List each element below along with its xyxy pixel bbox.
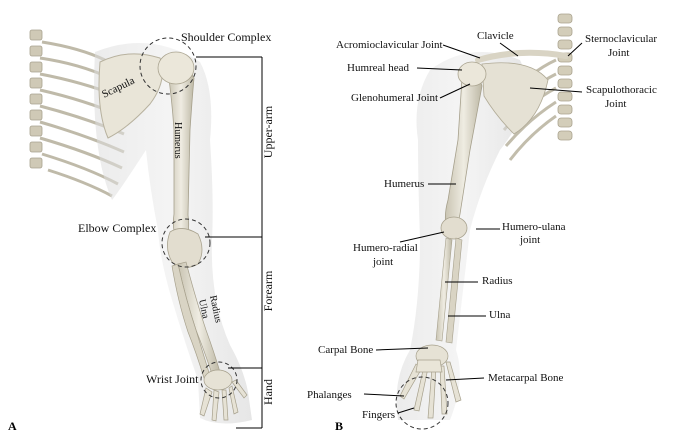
label-fingers: Fingers — [362, 409, 395, 421]
label-phalanges: Phalanges — [307, 389, 352, 401]
region-bracket — [196, 56, 263, 429]
ulna-bone-b — [445, 237, 463, 344]
scapula-bone-b — [481, 62, 549, 135]
label-clavicle: Clavicle — [477, 30, 514, 42]
label-acromioclavicular-joint: Acromioclavicular Joint — [336, 39, 443, 51]
radius-bone-b — [435, 237, 453, 342]
leader-lines — [363, 42, 583, 414]
region-hand: Hand — [261, 379, 275, 405]
label-metacarpal-bone: Metacarpal Bone — [488, 372, 564, 384]
label-ulna-b: Ulna — [489, 309, 511, 321]
label-radius-b: Radius — [482, 275, 513, 287]
label-sternoclavicular-line1: Sternoclavicular — [585, 33, 657, 45]
label-humerus: Humerus — [172, 122, 183, 159]
label-glenohumeral-joint: Glenohumeral Joint — [351, 92, 438, 104]
panel-letter-b: B — [335, 419, 343, 433]
shoulder-complex-circle — [139, 37, 197, 95]
hand-bones-b — [399, 344, 462, 419]
wrist-joint-circle — [200, 361, 238, 399]
spine-illustration — [29, 29, 43, 169]
elbow-joint-bone-b — [440, 216, 468, 240]
label-humero-radial-line1: Humero-radial — [353, 242, 418, 254]
label-wrist-joint: Wrist Joint — [146, 372, 199, 386]
humeral-head-b — [457, 61, 487, 87]
label-scapulothoracic-line2: Joint — [605, 98, 626, 110]
panel-letter-a: A — [8, 419, 17, 433]
humeral-head — [157, 51, 195, 85]
panel-b: Clavicle Acromioclavicular Joint Humreal… — [307, 13, 657, 433]
clavicle-bone — [475, 49, 569, 63]
label-scapulothoracic-line1: Scapulothoracic — [586, 84, 657, 96]
label-ulna: Ulna — [196, 298, 211, 320]
label-humreal-head: Humreal head — [347, 62, 409, 74]
label-humerus-b: Humerus — [384, 178, 424, 190]
label-shoulder-complex: Shoulder Complex — [181, 30, 271, 44]
panel-a: Shoulder Complex Scapula Humerus Elbow C… — [8, 29, 275, 433]
region-forearm: Forearm — [261, 270, 275, 311]
label-sternoclavicular-line2: Joint — [608, 47, 629, 59]
label-humero-radial-line2: joint — [372, 256, 393, 268]
elbow-complex-circle — [161, 218, 211, 268]
fingers-circle — [395, 376, 449, 430]
elbow-joint-bone — [167, 228, 203, 268]
label-elbow-complex: Elbow Complex — [78, 221, 156, 235]
region-upper-arm: Upper-arm — [261, 105, 275, 158]
ribcage-illustration — [39, 40, 125, 198]
spine-illustration-b — [557, 13, 573, 141]
label-carpal-bone: Carpal Bone — [318, 344, 373, 356]
label-humero-ulana-line2: joint — [519, 234, 540, 246]
label-humero-ulana-line1: Humero-ulana — [502, 221, 566, 233]
